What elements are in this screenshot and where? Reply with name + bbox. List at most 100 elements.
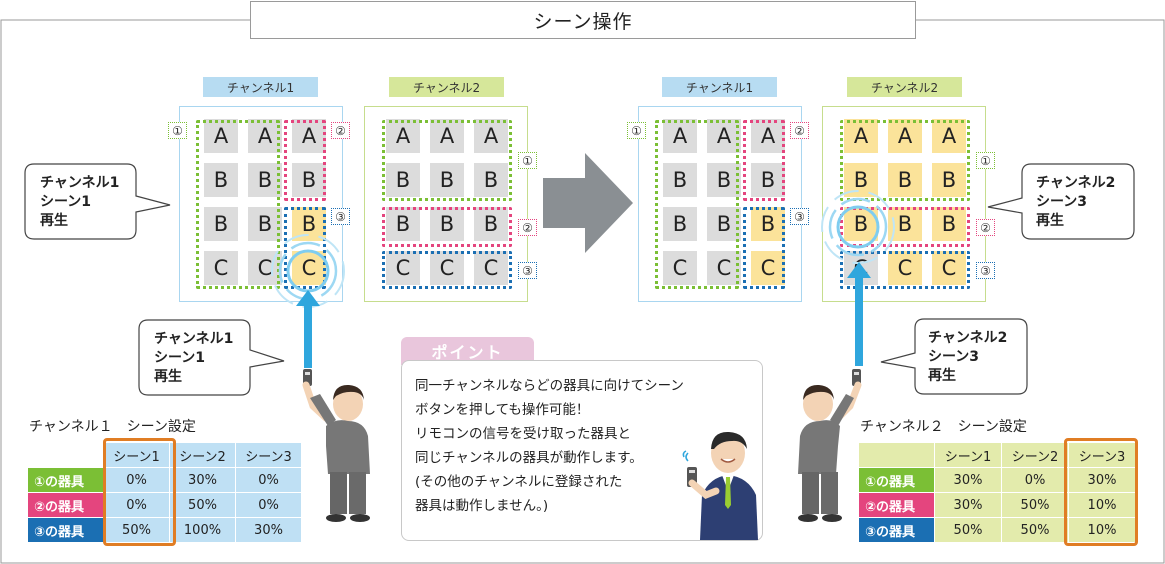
fixture-tile: C: [430, 251, 464, 285]
fixture-tile: B: [932, 207, 966, 241]
bubble-text: チャンネル2 シーン3 再生: [1036, 175, 1116, 229]
fixture-tile: A: [474, 119, 508, 153]
table-corner: [858, 442, 935, 468]
point-line: 同じチャンネルの器具が動作します。: [415, 450, 643, 466]
scene-settings-table-right: シーン1 シーン2 シーン3 ①の器具 30% 0% 30% ②の器具 30% …: [858, 442, 1136, 543]
fixture-tile: B: [292, 163, 326, 197]
column-header: シーン2: [1001, 442, 1069, 468]
fixture-tile: A: [292, 119, 326, 153]
row-label: ②の器具: [858, 492, 935, 518]
column-header: シーン1: [934, 442, 1002, 468]
group1-outline: [382, 120, 512, 201]
fixture-tile: C: [932, 251, 966, 285]
fixture-tile: A: [888, 119, 922, 153]
active-scene-highlight: [1064, 438, 1138, 546]
fixture-tile: C: [888, 251, 922, 285]
group1-outline: [840, 120, 970, 201]
table-cell: 0%: [1001, 467, 1069, 493]
group1-number: ①: [627, 122, 646, 139]
group2-number: ②: [331, 122, 350, 139]
row-label: ②の器具: [27, 492, 104, 518]
fixture-tile: B: [386, 207, 420, 241]
fixture-tile: A: [663, 119, 697, 153]
table-cell: 0%: [235, 492, 302, 518]
group1-outline: [655, 120, 739, 289]
active-scene-highlight: [103, 438, 176, 546]
table-cell: 50%: [169, 492, 236, 518]
group3-outline: [840, 251, 970, 289]
table-caption: チャンネル２ シーン設定: [860, 419, 1027, 435]
speech-bubble: [987, 163, 1135, 240]
bubble-text: チャンネル1 シーン1 再生: [154, 331, 234, 385]
bubble-text: チャンネル2 シーン3 再生: [928, 330, 1008, 384]
person-with-remote-icon: [302, 369, 370, 522]
group2-outline: [840, 207, 970, 247]
group3-outline: [743, 207, 785, 289]
group2-outline: [284, 120, 326, 201]
group2-outline: [382, 207, 512, 247]
group3-number: ③: [331, 208, 350, 225]
table-cell: 10%: [1068, 517, 1136, 543]
point-line: リモコンの信号を受け取った器具と: [415, 426, 631, 442]
transition-arrow-icon: [543, 153, 633, 253]
fixture-tile: A: [386, 119, 420, 153]
channel2-tab-right: チャンネル2: [847, 77, 962, 97]
table-cell: 50%: [1001, 492, 1069, 518]
row-label: ③の器具: [858, 517, 935, 543]
row-label: ①の器具: [27, 467, 104, 493]
group2-number: ②: [976, 219, 995, 236]
fixture-tile: B: [474, 207, 508, 241]
speech-bubble: [138, 319, 285, 396]
table-cell: 50%: [1001, 517, 1069, 543]
fixture-tile: A: [430, 119, 464, 153]
speech-bubble: [880, 318, 1028, 395]
fixture-tile: A: [932, 119, 966, 153]
fixture-tile: B: [430, 207, 464, 241]
group1-number: ①: [518, 152, 537, 169]
fixture-tile: C: [707, 251, 741, 285]
column-header: シーン3: [235, 442, 302, 468]
bubble-text: チャンネル1 シーン1 再生: [40, 175, 120, 229]
fixture-tile: B: [430, 163, 464, 197]
channel2-tab-left: チャンネル2: [389, 77, 504, 97]
fixture-tile: A: [751, 119, 785, 153]
row-label: ①の器具: [858, 467, 935, 493]
row-label: ③の器具: [27, 517, 104, 543]
group2-outline: [743, 120, 785, 201]
fixture-tile: B: [248, 207, 282, 241]
fixture-tile: C: [248, 251, 282, 285]
fixture-tile: B: [474, 163, 508, 197]
speech-bubble: [24, 163, 171, 240]
point-line: (その他のチャンネルに登録された: [415, 474, 623, 490]
fixture-tile: B: [751, 163, 785, 197]
fixture-tile: B: [888, 163, 922, 197]
group1-number: ①: [168, 122, 187, 139]
fixture-tile: B: [932, 163, 966, 197]
fixture-tile: B: [386, 163, 420, 197]
group2-number: ②: [518, 219, 537, 236]
signal-arrow-icon: [847, 262, 871, 366]
fixture-tile: B: [663, 207, 697, 241]
channel1-tab-right: チャンネル1: [662, 77, 777, 97]
fixture-tile: A: [707, 119, 741, 153]
group3-outline: [284, 207, 326, 289]
fixture-tile: B: [248, 163, 282, 197]
point-line: 同一チャンネルならどの器具に向けてシーン: [415, 378, 684, 394]
table-cell: 30%: [235, 517, 302, 543]
signal-arrow-icon: [296, 290, 320, 368]
fixture-tile: A: [844, 119, 878, 153]
group3-outline: [382, 251, 512, 289]
column-header: シーン2: [169, 442, 236, 468]
group3-number: ③: [790, 208, 809, 225]
table-cell: 100%: [169, 517, 236, 543]
group1-outline: [196, 120, 280, 289]
scene-settings-table-left: シーン1 シーン2 シーン3 ①の器具 0% 30% 0% ②の器具 0% 50…: [27, 442, 302, 543]
table-cell: 30%: [934, 467, 1002, 493]
signal-rings-icon: [821, 190, 895, 264]
fixture-tile: C: [204, 251, 238, 285]
page-title: シーン操作: [250, 1, 916, 39]
table-corner: [27, 442, 104, 468]
fixture-tile: B: [663, 163, 697, 197]
